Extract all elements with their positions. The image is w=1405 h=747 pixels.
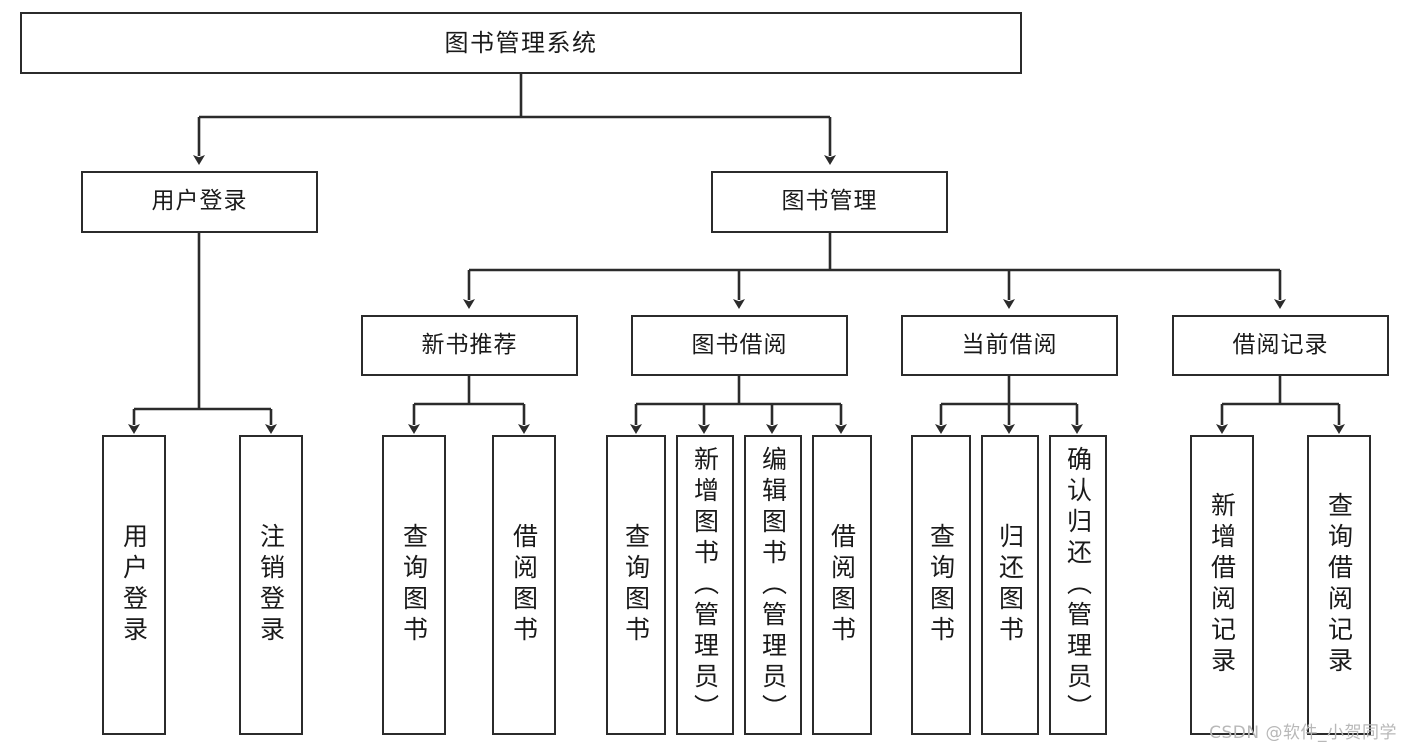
node-label: 查询图书 xyxy=(926,523,956,647)
node-label: 查询借阅记录 xyxy=(1324,492,1354,678)
node-label: 查询图书 xyxy=(399,523,429,647)
node-label: 图书管理 xyxy=(781,188,878,215)
node-label: 编辑图书（管理员） xyxy=(758,445,788,725)
node-label: 用户登录 xyxy=(119,523,149,647)
node-leaf-add-borrow-record[interactable]: 新增借阅记录 xyxy=(1190,435,1254,735)
node-label: 查询图书 xyxy=(621,523,651,647)
node-label: 注销登录 xyxy=(256,523,286,647)
node-book-borrow[interactable]: 图书借阅 xyxy=(631,315,848,376)
node-leaf-logout-login[interactable]: 注销登录 xyxy=(239,435,303,735)
node-leaf-edit-book[interactable]: 编辑图书（管理员） xyxy=(744,435,802,735)
node-label: 归还图书 xyxy=(995,523,1025,647)
node-leaf-user-login[interactable]: 用户登录 xyxy=(102,435,166,735)
node-user-login[interactable]: 用户登录 xyxy=(81,171,318,233)
node-book-management[interactable]: 图书管理 xyxy=(711,171,948,233)
node-current-borrow[interactable]: 当前借阅 xyxy=(901,315,1118,376)
node-leaf-add-book[interactable]: 新增图书（管理员） xyxy=(676,435,734,735)
node-label: 图书管理系统 xyxy=(444,28,598,57)
node-label: 图书借阅 xyxy=(691,331,788,358)
node-leaf-query-borrow-record[interactable]: 查询借阅记录 xyxy=(1307,435,1371,735)
node-leaf-borrow-book-borrow[interactable]: 借阅图书 xyxy=(812,435,872,735)
node-label: 用户登录 xyxy=(151,188,248,215)
node-new-book-recommend[interactable]: 新书推荐 xyxy=(361,315,578,376)
node-label: 当前借阅 xyxy=(961,331,1058,358)
node-label: 借阅图书 xyxy=(509,523,539,647)
node-leaf-borrow-book-recommend[interactable]: 借阅图书 xyxy=(492,435,556,735)
node-label: 新增借阅记录 xyxy=(1207,492,1237,678)
node-label: 确认归还（管理员） xyxy=(1063,445,1093,725)
node-leaf-confirm-return[interactable]: 确认归还（管理员） xyxy=(1049,435,1107,735)
node-label: 新书推荐 xyxy=(421,331,518,358)
node-leaf-query-book-recommend[interactable]: 查询图书 xyxy=(382,435,446,735)
node-leaf-query-book-borrow[interactable]: 查询图书 xyxy=(606,435,666,735)
node-borrow-record[interactable]: 借阅记录 xyxy=(1172,315,1389,376)
node-leaf-query-book-current[interactable]: 查询图书 xyxy=(911,435,971,735)
node-label: 借阅图书 xyxy=(827,523,857,647)
node-label: 借阅记录 xyxy=(1232,331,1329,358)
csdn-watermark: CSDN @软件_小贺同学 xyxy=(1209,723,1397,743)
node-root-book-management-system[interactable]: 图书管理系统 xyxy=(20,12,1022,74)
node-leaf-return-book[interactable]: 归还图书 xyxy=(981,435,1039,735)
node-label: 新增图书（管理员） xyxy=(690,445,720,725)
